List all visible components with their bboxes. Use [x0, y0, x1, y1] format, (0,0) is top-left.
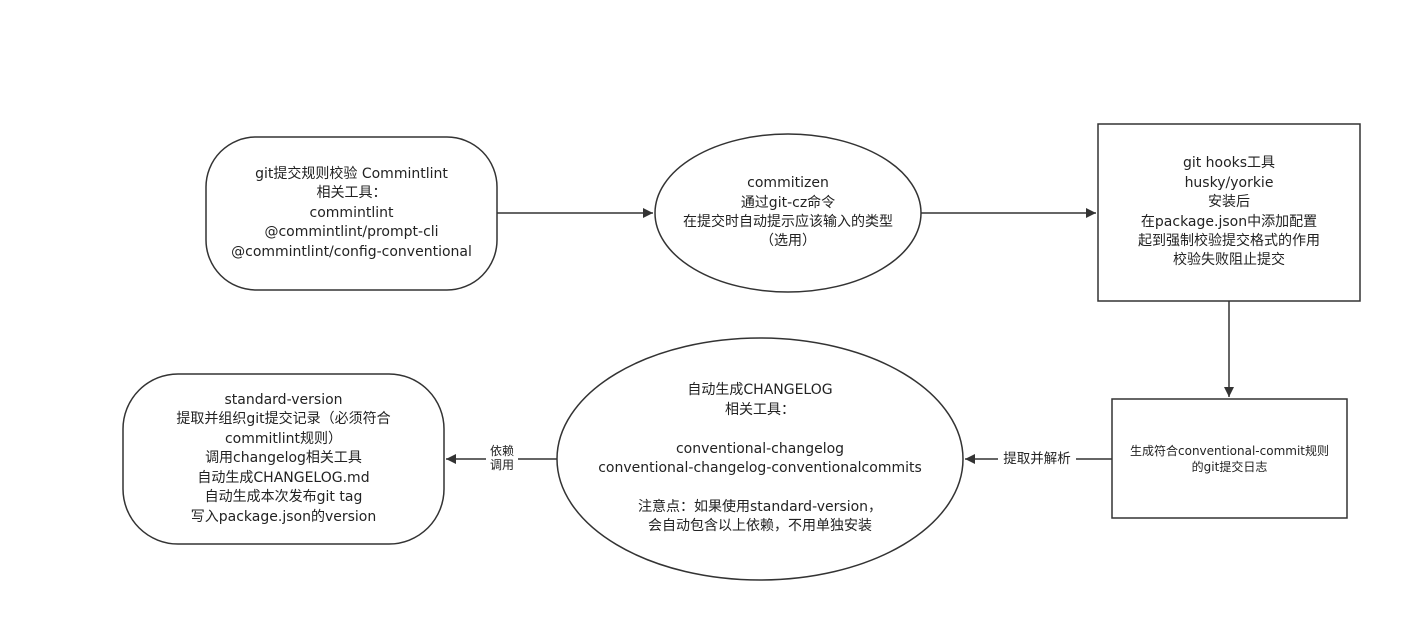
edge-label-depend: 依赖 调用: [486, 444, 518, 472]
node-text-line: 注意点：如果使用standard-version，: [637, 498, 883, 515]
node-text-line: 自动生成CHANGELOG.md: [197, 469, 370, 486]
node-text-line: 在package.json中添加配置: [1140, 213, 1318, 230]
node-text-line: 相关工具：: [316, 185, 387, 202]
edge-label-extract: 提取并解析: [998, 451, 1076, 467]
node-text-line: @commintlint/prompt-cli: [264, 224, 439, 241]
edge-label-depend-line2: 调用: [489, 458, 514, 472]
edge-label-depend-line1: 依赖: [489, 444, 514, 458]
commitizen-node[interactable]: commitizen 通过git-cz命令在提交时自动提示应该输入的类型 （选用）: [655, 134, 921, 292]
node-text-line: conventional-changelog-conventionalcommi…: [598, 460, 922, 476]
node-text-line: 通过git-cz命令: [740, 194, 836, 211]
node-text-line: 写入package.json的version: [190, 508, 377, 525]
githooks-node[interactable]: git hooks工具 husky/yorkie 安装后在package.json中…: [1098, 124, 1360, 301]
standard-version-node-shape[interactable]: [122, 373, 445, 545]
node-text-line: 调用changelog相关工具: [205, 450, 362, 467]
node-text-line: commitlint规则）: [224, 430, 343, 447]
node-text-line: @commintlint/config-conventional: [231, 243, 472, 260]
node-text-line: 自动生成本次发布git tag: [204, 489, 363, 506]
node-text-line: husky/yorkie: [1184, 174, 1274, 191]
standard-version-node[interactable]: standard-version 提取并组织git提交记录（必须符合 commitl…: [123, 374, 444, 544]
node-text-line: 校验失败阻止提交: [1173, 252, 1285, 269]
node-text-line: 安装后: [1208, 194, 1250, 211]
node-text-line: standard-version: [224, 392, 343, 409]
node-text-line: 的git提交日志: [1191, 459, 1268, 474]
node-text-line: commitizen: [747, 175, 829, 192]
node-text-line: git hooks工具: [1182, 155, 1276, 172]
node-text-line: 自动生成CHANGELOG: [687, 382, 833, 399]
node-text-line: （选用）: [760, 233, 816, 250]
node-text-line: git提交规则校验 Commintlint: [255, 165, 448, 182]
node-text-line: 生成符合conventional-commit规则: [1130, 443, 1329, 458]
node-text-line: commintlint: [309, 204, 394, 221]
node-text-line: 会自动包含以上依赖，不用单独安装: [648, 518, 872, 535]
node-text-line: 相关工具：: [725, 401, 795, 418]
node-text-line: 在提交时自动提示应该输入的类型: [683, 214, 893, 230]
node-text-line: conventional-changelog: [675, 440, 845, 457]
node-text-line: 起到强制校验提交格式的作用: [1138, 232, 1320, 249]
changelog-node[interactable]: 自动生成CHANGELOG 相关工具： conventional-changelog…: [557, 338, 963, 580]
node-text-line: 提取并组织git提交记录（必须符合: [176, 411, 391, 428]
commitlog-node[interactable]: 生成符合conventional-commit规则的git提交日志: [1112, 399, 1347, 518]
commitlint-node[interactable]: git提交规则校验 Commintlint 相关工具： commintlint @co…: [206, 137, 497, 290]
